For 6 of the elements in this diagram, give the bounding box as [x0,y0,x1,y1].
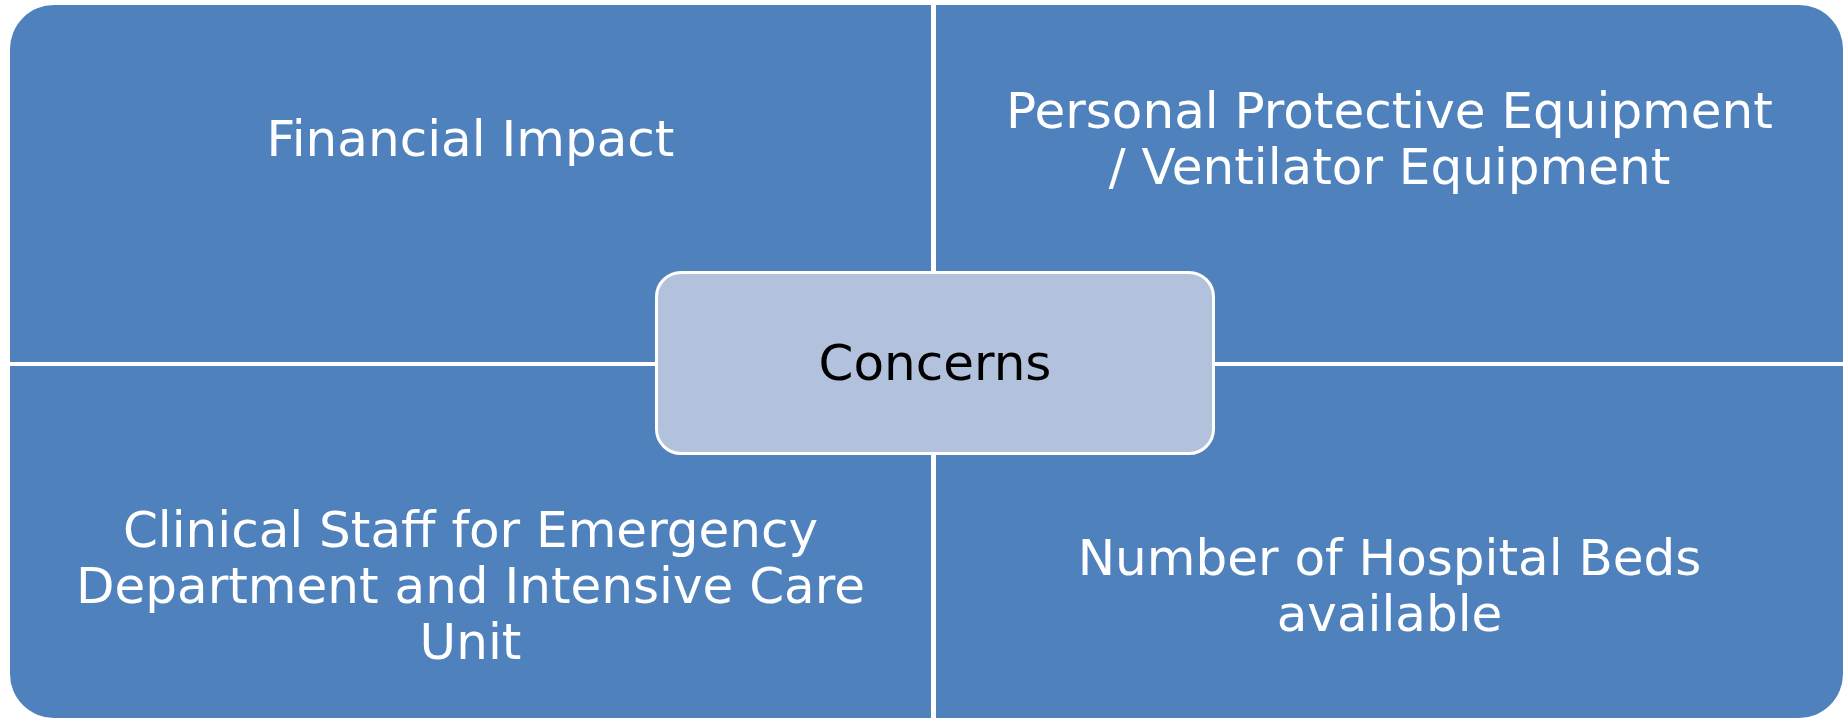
quadrant-text: Number of Hospital Beds available [1076,530,1703,642]
center-box [655,271,1215,455]
quadrant-text: Clinical Staff for Emergency Department and Intensive Care Unit [75,502,866,670]
quadrant-text: Personal Protective Equipment / Ventilator Equipment [1005,83,1774,195]
center-text: Concerns [818,335,1052,391]
quadrant-text: Financial Impact [266,111,675,167]
